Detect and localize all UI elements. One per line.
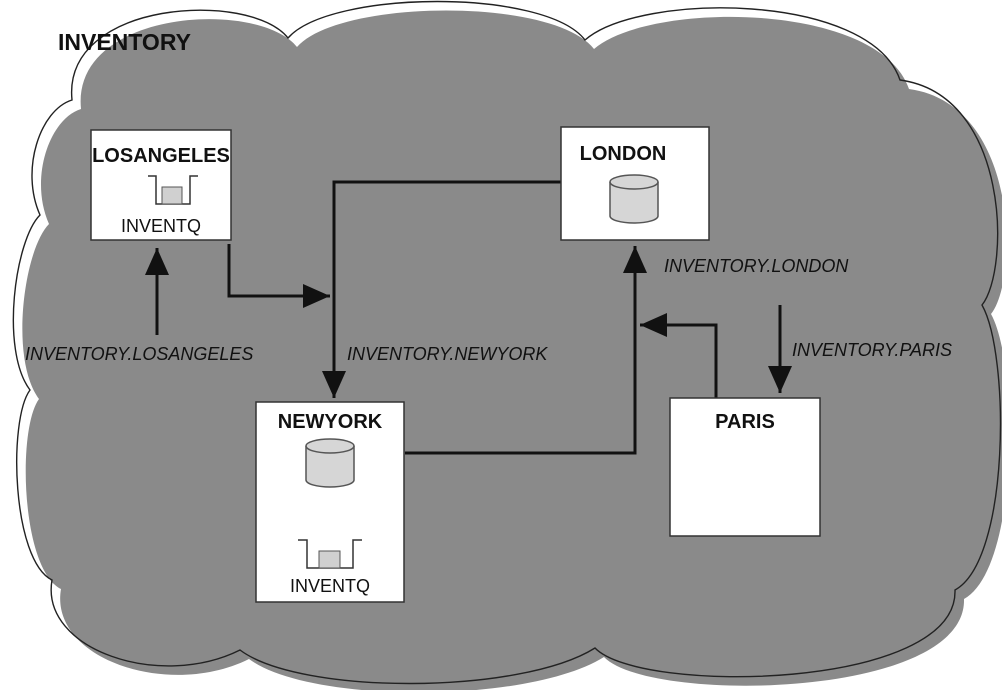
qmgr-newyork: NEWYORK INVENTQ: [255, 401, 405, 603]
queue-icon: [298, 539, 362, 569]
qmgr-paris: PARIS: [669, 397, 821, 537]
link-london-to-newyork: [322, 180, 561, 398]
qmgr-losangeles-box: [90, 129, 232, 241]
repository-cylinder-icon: [609, 174, 659, 224]
queue-name: INVENTQ: [121, 216, 201, 236]
channel-label-newyork: INVENTORY.NEWYORK: [347, 344, 548, 364]
queue-name: INVENTQ: [290, 576, 370, 596]
channel-label-losangeles: INVENTORY.LOSANGELES: [25, 344, 253, 364]
qmgr-newyork-name: NEWYORK: [278, 411, 383, 433]
qmgr-paris-box: [669, 397, 821, 537]
cloud-boundary: [12, 0, 1002, 685]
channel-label-london: INVENTORY.LONDON: [664, 256, 849, 276]
channel-label-paris: INVENTORY.PARIS: [792, 340, 952, 360]
qmgr-losangeles: LOSANGELES INVENTQ: [90, 129, 232, 241]
link-paris-to-london-path: [640, 313, 718, 398]
queue-icon: [148, 175, 198, 205]
link-newyork-to-london: [405, 246, 647, 455]
qmgr-london: LONDON: [560, 126, 710, 241]
repository-cylinder-icon: [305, 438, 355, 488]
qmgr-losangeles-name: LOSANGELES: [92, 145, 230, 167]
link-losangeles-to-newyork-path: [227, 244, 330, 308]
qmgr-paris-name: PARIS: [715, 411, 775, 433]
qmgr-london-name: LONDON: [580, 143, 667, 165]
cluster-title: INVENTORY: [58, 29, 191, 55]
